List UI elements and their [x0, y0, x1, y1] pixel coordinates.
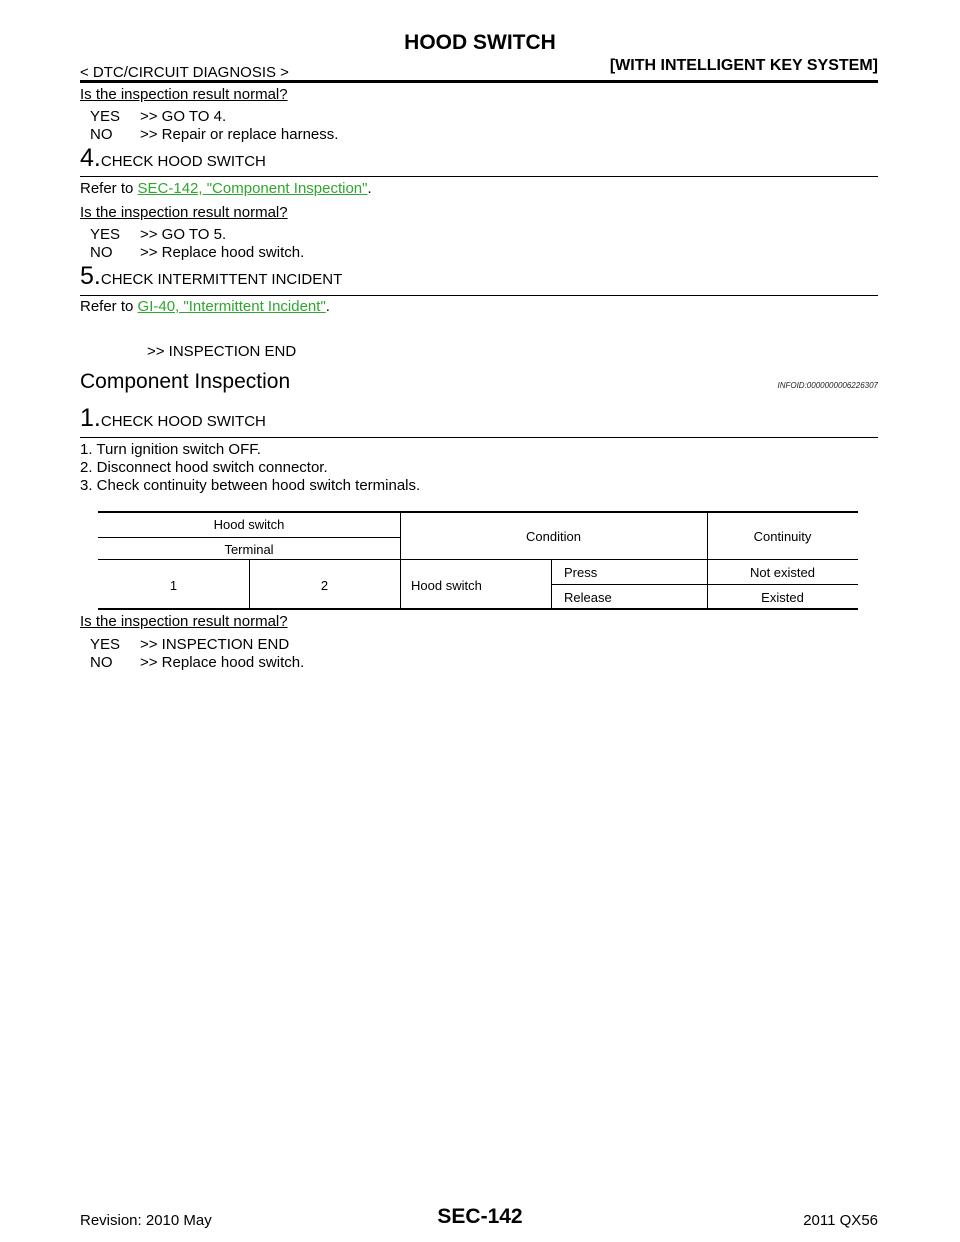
header-continuity: Continuity — [753, 529, 812, 544]
table-rule — [98, 537, 400, 538]
header-condition: Condition — [526, 529, 581, 544]
step-1-heading: 1.CHECK HOOD SWITCH — [80, 404, 266, 433]
condition-label: Hood switch — [411, 578, 482, 593]
answer-no: NO >> Replace hood switch. — [90, 244, 304, 261]
answer-yes: YES >> GO TO 4. — [90, 108, 226, 125]
continuity-table: Hood switch Terminal Condition Continuit… — [98, 511, 858, 610]
list-item: 3. Check continuity between hood switch … — [80, 477, 421, 494]
step-5-heading: 5.CHECK INTERMITTENT INCIDENT — [80, 262, 342, 291]
model-label: 2011 QX56 — [803, 1212, 878, 1229]
answer-no: NO >> Replace hood switch. — [90, 654, 304, 671]
refer-suffix: . — [367, 180, 372, 197]
reference-link[interactable]: SEC-142, "Component Inspection" — [137, 180, 368, 197]
answer-key: NO — [90, 654, 113, 671]
continuity-release: Existed — [761, 590, 804, 605]
terminal-1: 1 — [169, 578, 178, 593]
refer-suffix: . — [325, 298, 330, 315]
page-title: HOOD SWITCH — [404, 31, 556, 54]
step-number: 5. — [80, 262, 101, 290]
inspection-question: Is the inspection result normal? — [80, 204, 288, 221]
answer-text: >> Repair or replace harness. — [140, 126, 339, 143]
table-rule — [707, 511, 708, 610]
inspection-question: Is the inspection result normal? — [80, 613, 288, 630]
answer-text: >> Replace hood switch. — [140, 654, 305, 671]
revision-label: Revision: 2010 May — [80, 1212, 212, 1229]
answer-key: YES — [90, 636, 121, 653]
answer-no: NO >> Repair or replace harness. — [90, 126, 338, 143]
table-rule — [551, 584, 858, 585]
table-rule — [400, 511, 401, 610]
answer-text: >> Replace hood switch. — [140, 244, 305, 261]
refer-prefix: Refer to — [80, 180, 138, 197]
table-rule — [98, 608, 858, 610]
step-rule — [80, 295, 878, 296]
answer-text: >> INSPECTION END — [140, 636, 290, 653]
continuity-press: Not existed — [749, 565, 816, 580]
state-release: Release — [564, 590, 612, 605]
refer-line: Refer to GI-40, "Intermittent Incident". — [80, 298, 330, 315]
answer-key: YES — [90, 108, 121, 125]
inspection-question: Is the inspection result normal? — [80, 86, 288, 103]
step-rule — [80, 437, 878, 438]
info-id: INFOID:0000000006226307 — [777, 381, 878, 390]
state-press: Press — [564, 565, 598, 580]
answer-key: NO — [90, 244, 113, 261]
answer-text: >> GO TO 4. — [140, 108, 227, 125]
step-4-heading: 4.CHECK HOOD SWITCH — [80, 144, 266, 173]
table-rule — [98, 559, 858, 560]
section-label: [WITH INTELLIGENT KEY SYSTEM] — [609, 57, 878, 74]
step-title: CHECK INTERMITTENT INCIDENT — [100, 271, 343, 288]
step-number: 1. — [80, 404, 101, 432]
table-rule — [98, 511, 858, 513]
refer-prefix: Refer to — [80, 298, 138, 315]
refer-line: Refer to SEC-142, "Component Inspection"… — [80, 180, 372, 197]
page-number: SEC-142 — [437, 1205, 523, 1228]
breadcrumb: < DTC/CIRCUIT DIAGNOSIS > — [80, 64, 289, 81]
header-hood-switch: Hood switch — [213, 517, 285, 532]
answer-key: NO — [90, 126, 113, 143]
list-item: 2. Disconnect hood switch connector. — [80, 459, 328, 476]
step-number: 4. — [80, 144, 101, 172]
inspection-end: >> INSPECTION END — [147, 343, 297, 360]
step-title: CHECK HOOD SWITCH — [100, 153, 266, 170]
list-item: 1. Turn ignition switch OFF. — [80, 441, 261, 458]
answer-text: >> GO TO 5. — [140, 226, 227, 243]
procedure-list: 1. Turn ignition switch OFF. 2. Disconne… — [80, 441, 420, 495]
table-rule — [249, 559, 250, 610]
header-terminal: Terminal — [224, 542, 274, 557]
answer-yes: YES >> INSPECTION END — [90, 636, 289, 653]
table-rule — [551, 559, 552, 610]
section-heading: Component Inspection — [80, 370, 291, 393]
terminal-2: 2 — [320, 578, 329, 593]
reference-link[interactable]: GI-40, "Intermittent Incident" — [137, 298, 326, 315]
header-rule — [80, 80, 878, 83]
answer-key: YES — [90, 226, 121, 243]
step-title: CHECK HOOD SWITCH — [100, 413, 266, 430]
step-rule — [80, 176, 878, 177]
answer-yes: YES >> GO TO 5. — [90, 226, 226, 243]
